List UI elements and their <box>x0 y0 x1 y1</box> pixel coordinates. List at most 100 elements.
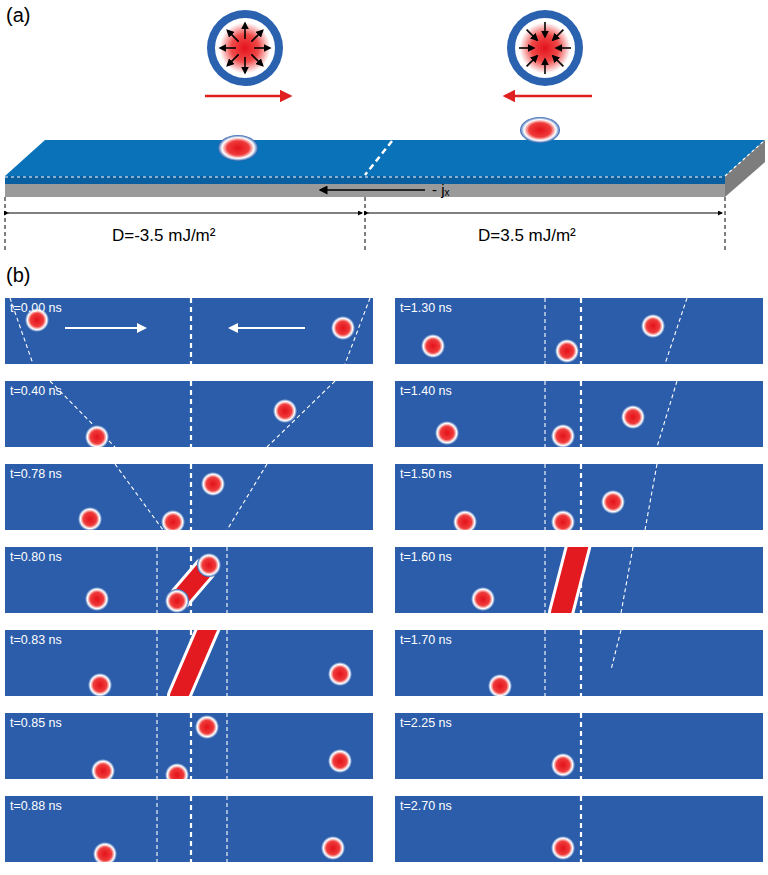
frame-content <box>395 547 763 613</box>
film-ground <box>5 464 373 530</box>
skyrmion <box>551 510 575 530</box>
skyrmion <box>551 836 575 860</box>
skyrmion <box>78 507 102 530</box>
time-label: t=0.83 ns <box>10 633 62 647</box>
boundary-line <box>580 464 582 530</box>
time-label: t=1.40 ns <box>400 384 452 398</box>
spin-arrow <box>519 47 534 49</box>
boundary-line <box>190 464 192 530</box>
snapshot-frame <box>395 630 763 698</box>
boundary-line <box>190 713 192 779</box>
dimension-lines <box>5 197 725 250</box>
skyrmion <box>273 399 297 423</box>
frame-content <box>5 713 373 779</box>
boundary-line <box>580 630 582 696</box>
snapshot-frame <box>5 713 373 787</box>
spin-arrow <box>244 23 246 39</box>
skyrmion <box>88 673 112 696</box>
current-arrow <box>320 189 425 191</box>
trace-line <box>226 796 227 862</box>
boundary-line <box>580 713 582 779</box>
frame-content <box>395 796 763 862</box>
boundary-line <box>190 298 192 364</box>
skyrmion <box>331 316 355 340</box>
domain-rim <box>561 547 579 613</box>
spin-arrow <box>527 30 538 41</box>
time-label: t=1.30 ns <box>400 301 452 315</box>
trace-line <box>156 713 157 779</box>
skyrmion <box>85 587 109 611</box>
skyrmion <box>555 339 579 363</box>
trace-line <box>226 630 227 696</box>
motion-arrow <box>230 327 305 329</box>
spin-arrow <box>220 47 236 49</box>
motion-arrow <box>205 95 290 98</box>
trace-line <box>665 298 687 364</box>
boundary-line <box>580 381 582 447</box>
frame-content <box>395 464 763 530</box>
film-ground <box>395 381 763 447</box>
trace-line <box>544 464 545 530</box>
frame-content <box>5 298 373 364</box>
spin-arrow <box>553 30 564 41</box>
skyrmion <box>93 842 117 862</box>
boundary-line <box>580 796 582 862</box>
time-label: t=0.00 ns <box>10 301 62 315</box>
trace-line <box>544 381 545 447</box>
skyrmion <box>551 424 575 447</box>
spin-arrow <box>556 47 571 49</box>
domain-band <box>179 630 209 696</box>
frame-content <box>395 630 763 696</box>
skyrmion <box>328 662 352 686</box>
time-label: t=0.85 ns <box>10 716 62 730</box>
skyrmion-icon <box>207 10 583 86</box>
frame-content <box>5 464 373 530</box>
time-label: t=0.40 ns <box>10 384 62 398</box>
snapshot-frame <box>395 543 763 613</box>
skyrmion <box>641 314 665 338</box>
boundary-line <box>190 381 192 447</box>
snapshot-frame <box>5 547 373 613</box>
dmi-label: D=-3.5 mJ/m² <box>112 226 215 246</box>
frame-content <box>5 547 373 613</box>
skyrmion <box>165 763 189 779</box>
frame-content <box>395 713 763 779</box>
trace-line <box>156 630 157 696</box>
skyrmion <box>161 510 185 530</box>
spin-arrow <box>227 54 238 65</box>
snapshot-frame <box>5 796 373 866</box>
trace-line <box>156 796 157 862</box>
skyrmion <box>453 510 477 530</box>
current-label: - jₓ <box>432 181 449 198</box>
trace-line <box>657 381 677 447</box>
film-ground <box>395 630 763 696</box>
time-label: t=0.88 ns <box>10 799 62 813</box>
motion-arrow <box>65 327 145 329</box>
boundary-line <box>580 298 582 364</box>
motion-arrow <box>505 95 592 98</box>
snapshot-frame <box>5 298 373 364</box>
skyrmion <box>197 553 221 577</box>
trace-line <box>544 630 545 696</box>
snapshot-frame <box>5 464 373 534</box>
domain-rim <box>179 630 209 696</box>
snapshot-frame <box>395 713 763 779</box>
film-ground <box>395 464 763 530</box>
skyrmion <box>421 334 445 358</box>
skyrmion <box>165 589 189 613</box>
frame-content <box>395 381 763 447</box>
trace-line <box>156 547 157 613</box>
film-ground <box>5 298 373 364</box>
time-label: t=0.78 ns <box>10 467 62 481</box>
trace-line <box>226 547 227 613</box>
skyrmion <box>435 421 459 445</box>
time-label: t=1.50 ns <box>400 467 452 481</box>
skyrmion <box>328 749 352 773</box>
trace-line <box>645 464 657 530</box>
skyrmion <box>601 490 625 514</box>
film-ground <box>5 713 373 779</box>
frame-content <box>395 298 763 364</box>
spin-arrow <box>527 56 538 67</box>
domain-band <box>561 547 579 613</box>
trace-line <box>227 464 267 530</box>
